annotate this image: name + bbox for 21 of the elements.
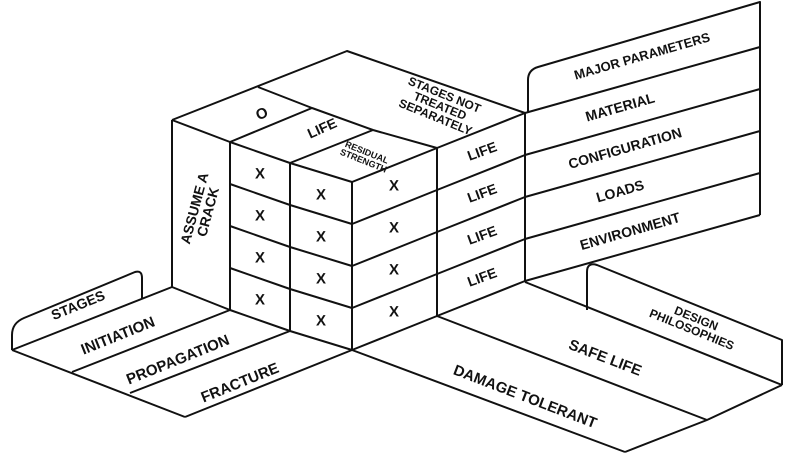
x-mark: X bbox=[388, 304, 400, 320]
entry-text: LIFE bbox=[464, 263, 500, 292]
x-mark: X bbox=[254, 250, 266, 266]
x-mark: X bbox=[254, 292, 266, 308]
x-mark: X bbox=[388, 220, 400, 236]
heading-text: O bbox=[252, 102, 272, 126]
x-mark: X bbox=[314, 272, 327, 286]
parameter-label: LOADS bbox=[593, 176, 647, 208]
heading-text: LIFE bbox=[304, 114, 340, 144]
x-mark: X bbox=[254, 166, 266, 182]
entry-text: LIFE bbox=[464, 221, 500, 250]
x-mark: X bbox=[388, 178, 400, 194]
x-mark: X bbox=[388, 262, 400, 278]
entry-text: LIFE bbox=[464, 137, 500, 166]
heading-text: ASSUME A CRACK bbox=[176, 170, 224, 248]
entry-text: LIFE bbox=[464, 179, 500, 208]
x-mark: X bbox=[314, 188, 327, 202]
x-mark: X bbox=[254, 208, 266, 224]
philosophy-label: SAFE LIFE bbox=[565, 335, 645, 382]
x-mark: X bbox=[314, 314, 327, 328]
x-mark: X bbox=[314, 230, 327, 244]
